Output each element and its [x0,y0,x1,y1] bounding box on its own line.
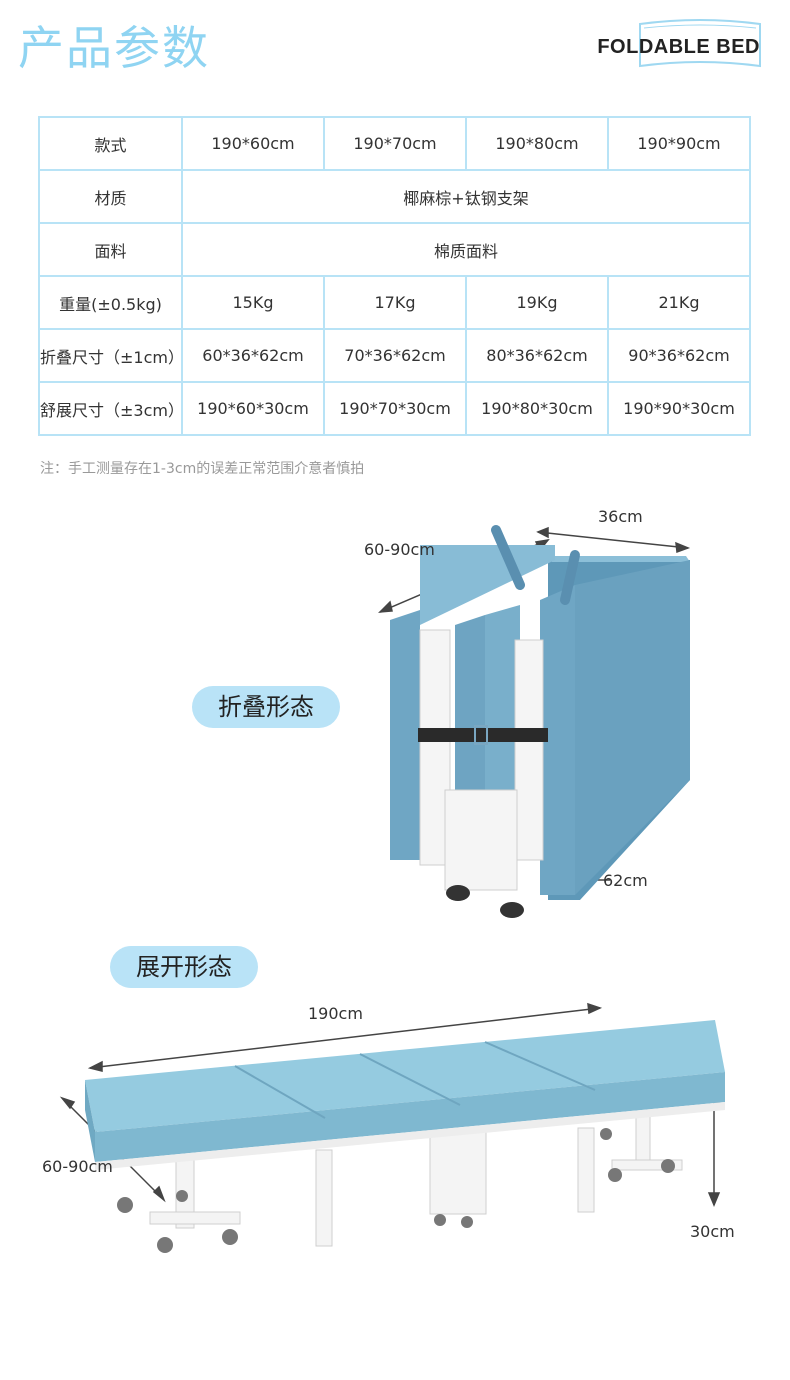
table-cell: 21Kg [607,275,751,330]
row-label: 款式 [38,116,183,171]
unfolded-state-badge: 展开形态 [110,946,258,988]
table-row: 折叠尺寸（±1cm） 60*36*62cm 70*36*62cm 80*36*6… [38,328,751,383]
brand-label: FOLDABLE BED [597,36,760,58]
folded-depth-label: 36cm [598,507,643,526]
table-cell: 棉质面料 [181,222,751,277]
row-label: 舒展尺寸（±3cm） [38,381,184,436]
table-row: 材质 椰麻棕+钛钢支架 [38,169,751,224]
table-cell: 70*36*62cm [323,328,467,383]
unfolded-height-label: 30cm [690,1222,735,1241]
table-cell: 190*70*30cm [323,381,467,436]
table-cell: 190*60*30cm [181,381,325,436]
row-label: 材质 [38,169,183,224]
table-cell: 60*36*62cm [181,328,325,383]
table-cell: 190*80*30cm [465,381,609,436]
table-cell: 190*60cm [181,116,325,171]
row-label: 重量(±0.5kg) [38,275,183,330]
table-cell: 15Kg [181,275,325,330]
table-row: 面料 棉质面料 [38,222,751,277]
unfolded-length-label: 190cm [308,1004,363,1023]
table-cell: 90*36*62cm [607,328,751,383]
table-cell: 190*90cm [607,116,751,171]
folded-width-label: 60-90cm [364,540,435,559]
table-cell: 190*70cm [323,116,467,171]
table-cell: 190*80cm [465,116,609,171]
table-cell: 80*36*62cm [465,328,609,383]
table-row: 舒展尺寸（±3cm） 190*60*30cm 190*70*30cm 190*8… [38,381,751,436]
folded-state-badge: 折叠形态 [192,686,340,728]
unfolded-width-label: 60-90cm [42,1157,113,1176]
table-row: 款式 190*60cm 190*70cm 190*80cm 190*90cm [38,116,751,171]
table-cell: 17Kg [323,275,467,330]
table-cell: 190*90*30cm [607,381,751,436]
page-title: 产品参数 [18,21,210,75]
spec-table: 款式 190*60cm 190*70cm 190*80cm 190*90cm 材… [38,116,751,436]
table-row: 重量(±0.5kg) 15Kg 17Kg 19Kg 21Kg [38,275,751,330]
measurement-note: 注：手工测量存在1-3cm的误差正常范围介意者慎拍 [40,461,365,477]
folded-height-label: 62cm [603,871,648,890]
row-label: 折叠尺寸（±1cm） [38,328,184,383]
table-cell: 椰麻棕+钛钢支架 [181,169,751,224]
table-cell: 19Kg [465,275,609,330]
row-label: 面料 [38,222,183,277]
